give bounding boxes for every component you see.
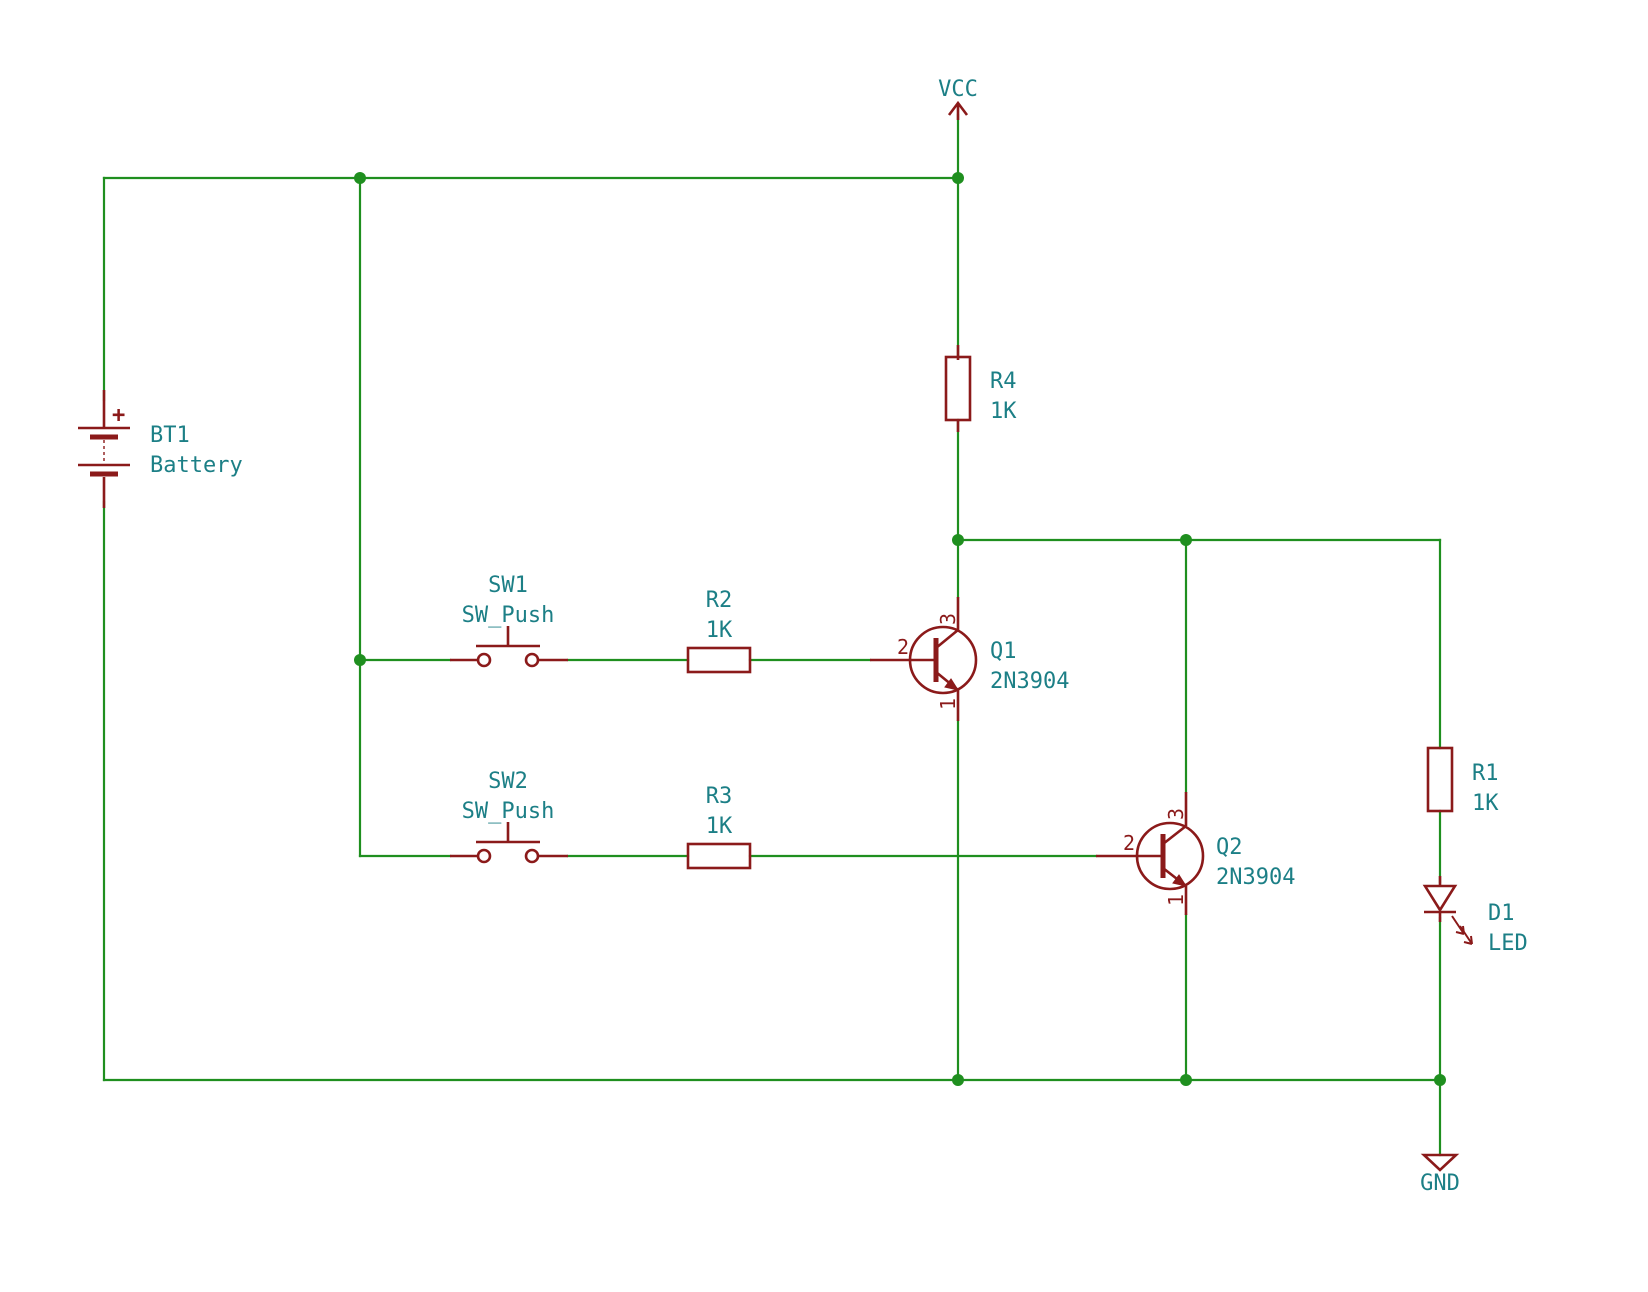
gnd-symbol: GND bbox=[1420, 1153, 1460, 1196]
switch-sw1: SW1 SW_Push bbox=[450, 573, 568, 668]
gnd-triangle-icon bbox=[1420, 1153, 1460, 1172]
q1-pin-base: 2 bbox=[897, 635, 909, 659]
led-light-arrow-icon bbox=[1451, 915, 1465, 935]
d1-ref-label: D1 bbox=[1488, 901, 1515, 926]
sw2-value-label: SW_Push bbox=[462, 799, 555, 824]
wires bbox=[102, 113, 1442, 1157]
d1-value-label: LED bbox=[1488, 931, 1528, 956]
q1-pin-emitter: 1 bbox=[936, 698, 960, 710]
q2-emitter-arrow-icon bbox=[1172, 874, 1188, 887]
led-d1: D1 LED bbox=[1422, 876, 1528, 956]
junction-dot bbox=[354, 172, 366, 184]
r4-ref-label: R4 bbox=[990, 369, 1017, 394]
q1-value-label: 2N3904 bbox=[990, 669, 1069, 694]
sw1-value-label: SW_Push bbox=[462, 603, 555, 628]
battery-bt1: + BT1 Battery bbox=[78, 390, 243, 508]
junction-dot bbox=[1434, 1074, 1446, 1086]
junction-dot bbox=[952, 172, 964, 184]
sw1-contact-icon bbox=[524, 652, 540, 668]
resistor-r4: R4 1K bbox=[944, 345, 1017, 432]
led-triangle-icon bbox=[1422, 884, 1458, 913]
bt1-ref-label: BT1 bbox=[150, 423, 190, 448]
resistor-r4-body-icon bbox=[944, 355, 972, 422]
switch-sw2: SW2 SW_Push bbox=[450, 769, 568, 864]
bt1-value-label: Battery bbox=[150, 453, 243, 478]
r3-value-label: 1K bbox=[706, 814, 733, 839]
vcc-symbol: VCC bbox=[938, 77, 978, 120]
q2-collector-icon bbox=[1162, 824, 1187, 846]
vcc-label: VCC bbox=[938, 77, 978, 102]
led-light-arrow-icon bbox=[1459, 925, 1473, 945]
resistor-r3: R3 1K bbox=[686, 784, 752, 870]
resistor-r2: R2 1K bbox=[686, 588, 752, 674]
transistor-q2: 2 3 1 Q2 2N3904 bbox=[1096, 792, 1295, 915]
q2-ref-label: Q2 bbox=[1216, 835, 1243, 860]
q2-value-label: 2N3904 bbox=[1216, 865, 1295, 890]
r1-ref-label: R1 bbox=[1472, 761, 1499, 786]
resistor-r1: R1 1K bbox=[1426, 746, 1499, 816]
sw1-ref-label: SW1 bbox=[488, 573, 528, 598]
transistor-q1: 2 3 1 Q1 2N3904 bbox=[870, 597, 1069, 721]
junction-dot bbox=[354, 654, 366, 666]
sw2-contact-icon bbox=[476, 848, 492, 864]
junction-dot bbox=[952, 534, 964, 546]
resistor-r1-body-icon bbox=[1426, 746, 1454, 813]
q2-pin-base: 2 bbox=[1123, 831, 1135, 855]
vcc-arrow-icon bbox=[947, 100, 969, 120]
gnd-label: GND bbox=[1420, 1171, 1460, 1196]
sw1-contact-icon bbox=[476, 652, 492, 668]
q2-pin-collector: 3 bbox=[1164, 808, 1188, 820]
q1-pin-collector: 3 bbox=[936, 613, 960, 625]
r3-ref-label: R3 bbox=[706, 784, 733, 809]
q1-collector-icon bbox=[935, 628, 959, 650]
junction-dot bbox=[1180, 1074, 1192, 1086]
q1-ref-label: Q1 bbox=[990, 639, 1017, 664]
junction-dot bbox=[1180, 534, 1192, 546]
r1-value-label: 1K bbox=[1472, 791, 1499, 816]
sw2-ref-label: SW2 bbox=[488, 769, 528, 794]
junctions bbox=[354, 172, 1446, 1086]
q1-emitter-arrow-icon bbox=[944, 678, 960, 691]
resistor-r2-body-icon bbox=[686, 646, 752, 674]
sw2-contact-icon bbox=[524, 848, 540, 864]
r4-value-label: 1K bbox=[990, 399, 1017, 424]
battery-plus-sign: + bbox=[112, 403, 125, 428]
r2-ref-label: R2 bbox=[706, 588, 733, 613]
junction-dot bbox=[952, 1074, 964, 1086]
r2-value-label: 1K bbox=[706, 618, 733, 643]
q2-pin-emitter: 1 bbox=[1164, 894, 1188, 906]
resistor-r3-body-icon bbox=[686, 842, 752, 870]
